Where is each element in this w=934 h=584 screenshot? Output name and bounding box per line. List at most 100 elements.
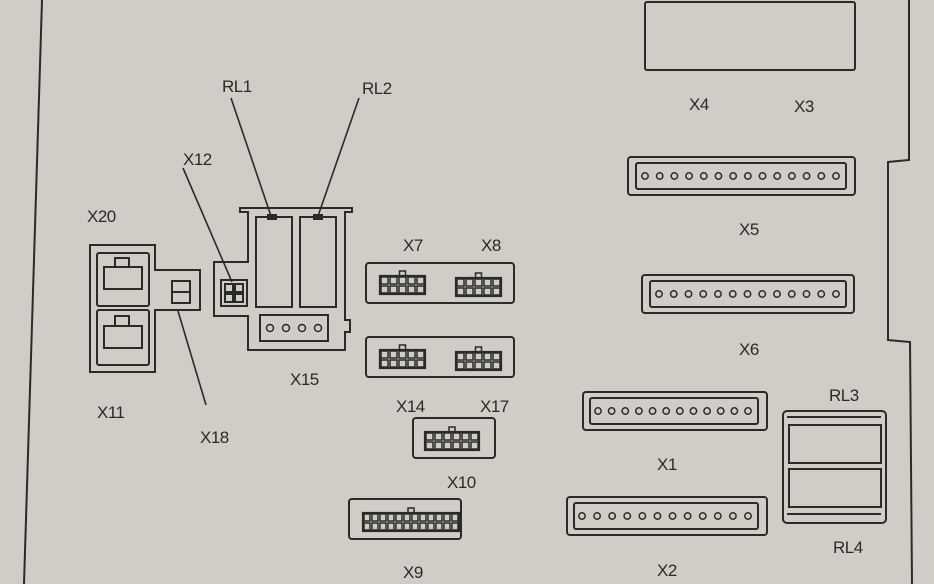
pin — [380, 285, 389, 294]
pin — [729, 172, 738, 180]
pin — [416, 285, 425, 294]
pin — [662, 407, 671, 415]
pin — [728, 290, 737, 298]
label-x20: X20 — [87, 207, 116, 226]
pin — [425, 441, 434, 450]
x18-connector — [171, 280, 191, 304]
pin — [714, 172, 723, 180]
pin — [395, 513, 403, 522]
pin — [425, 432, 434, 441]
x1-connector — [582, 391, 768, 431]
pin — [703, 407, 712, 415]
pin — [689, 407, 698, 415]
x9-housing — [348, 498, 462, 540]
pin — [461, 441, 470, 450]
pin — [483, 352, 492, 361]
pin — [380, 350, 389, 359]
pin — [670, 172, 679, 180]
pin — [407, 350, 416, 359]
pin — [655, 172, 664, 180]
pin — [389, 350, 398, 359]
x9-connector — [361, 507, 461, 533]
label-x9: X9 — [403, 563, 423, 582]
pin — [832, 290, 840, 298]
pin — [474, 287, 483, 296]
pin — [728, 512, 737, 520]
pin — [389, 359, 398, 368]
x11-usb-connector — [96, 309, 150, 366]
x12-connector — [220, 279, 248, 307]
pin — [452, 432, 461, 441]
x7-x8-housing — [365, 262, 515, 304]
x18-leader — [177, 310, 207, 406]
pin — [434, 432, 443, 441]
label-x3: X3 — [794, 97, 814, 116]
pin — [380, 359, 389, 368]
pin — [623, 512, 632, 520]
label-x2: X2 — [657, 561, 677, 580]
pin — [483, 287, 492, 296]
label-x12: X12 — [183, 150, 212, 169]
pin — [456, 361, 465, 370]
x14-connector — [378, 344, 427, 370]
pin — [492, 287, 501, 296]
pin — [655, 290, 663, 298]
pin — [419, 513, 427, 522]
pin — [403, 513, 411, 522]
rl1-leader — [230, 97, 272, 217]
pin — [363, 522, 371, 531]
pin — [474, 361, 483, 370]
label-x5: X5 — [739, 220, 759, 239]
pin — [699, 290, 708, 298]
pin — [699, 172, 708, 180]
label-x8: X8 — [481, 236, 501, 255]
pin — [743, 172, 752, 180]
pin — [407, 359, 416, 368]
pin — [456, 287, 465, 296]
pin — [452, 441, 461, 450]
pin — [787, 172, 796, 180]
pin — [685, 172, 694, 180]
pin — [398, 276, 407, 285]
pin — [380, 276, 389, 285]
pin — [416, 350, 425, 359]
x10-housing — [412, 417, 496, 459]
pin — [802, 290, 811, 298]
x20-usb-connector — [96, 252, 150, 307]
pin — [744, 512, 752, 520]
pin — [456, 352, 465, 361]
pin — [698, 512, 707, 520]
pin — [411, 513, 419, 522]
pin — [456, 278, 465, 287]
x6-connector — [641, 274, 855, 314]
pin — [832, 172, 840, 180]
pin — [675, 407, 684, 415]
pin — [416, 276, 425, 285]
pin — [607, 407, 616, 415]
label-rl3: RL3 — [829, 386, 859, 405]
pin — [387, 513, 395, 522]
rl3-rl4-relays — [782, 410, 887, 524]
pin — [787, 290, 796, 298]
x12-leader — [182, 167, 233, 283]
pin — [379, 513, 387, 522]
pin — [451, 513, 459, 522]
label-x15: X15 — [290, 370, 319, 389]
rl1-rl2-relay-block — [213, 207, 353, 351]
pin — [465, 278, 474, 287]
pin — [416, 359, 425, 368]
pin — [773, 172, 782, 180]
pin — [387, 522, 395, 531]
x15-connector — [259, 314, 329, 342]
pin — [443, 432, 452, 441]
pin — [743, 290, 752, 298]
pin — [474, 278, 483, 287]
pin — [313, 323, 323, 333]
pin — [398, 285, 407, 294]
label-x10: X10 — [447, 473, 476, 492]
pin — [434, 441, 443, 450]
label-rl2: RL2 — [362, 79, 392, 98]
pin — [265, 323, 275, 333]
label-rl1: RL1 — [222, 77, 252, 96]
